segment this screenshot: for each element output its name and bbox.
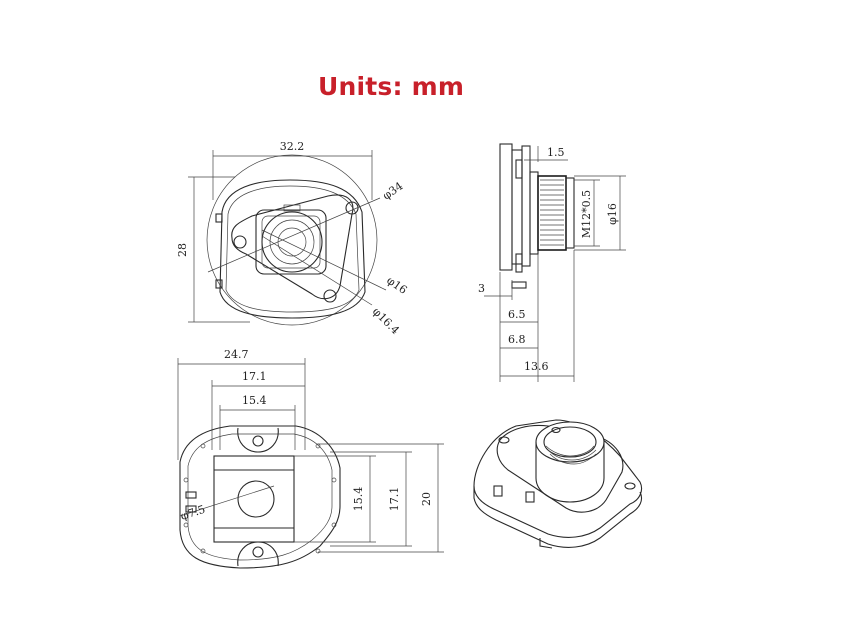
dim-side-total: 13.6 (524, 360, 549, 373)
dim-side-base: 3 (478, 282, 485, 295)
dim-top-hole: φ16 (384, 274, 409, 297)
dim-bottom-hole: φ7.5 (179, 503, 207, 523)
isometric-view (473, 419, 643, 549)
dim-bottom-hinner: 15.4 (352, 487, 365, 512)
dim-bottom-hmid: 17.1 (388, 487, 401, 512)
dim-side-thread: M12*0.5 (580, 190, 593, 238)
dim-top-width: 32.2 (280, 140, 305, 153)
dim-top-height: 28 (176, 243, 189, 257)
dim-bottom-total: 24.7 (224, 348, 249, 361)
dim-bottom-mid: 17.1 (242, 370, 267, 383)
units-title: Units: mm (318, 72, 465, 101)
bottom-view: 24.7 17.1 15.4 φ7.5 (177, 348, 444, 569)
thread-hatching (540, 179, 564, 246)
dim-bottom-inner: 15.4 (242, 394, 267, 407)
dim-side-d1: 6.5 (508, 308, 526, 321)
side-view: 1.5 M12*0.5 φ16 3 6.5 6.8 13.6 (478, 143, 626, 382)
dim-side-outer: φ16 (606, 203, 619, 225)
dim-top-outer: φ34 (380, 179, 405, 202)
dim-top-bore: φ16.4 (370, 305, 402, 337)
top-view: 32.2 28 φ34 φ16 φ16.4 (176, 140, 410, 337)
dim-side-flange: 1.5 (547, 146, 565, 159)
dim-bottom-htotal: 20 (420, 492, 433, 506)
dim-side-d2: 6.8 (508, 333, 526, 346)
